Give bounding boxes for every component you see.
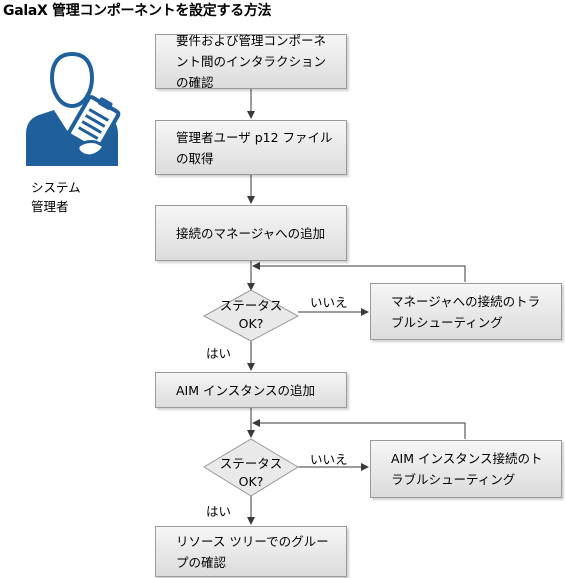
persona-label: システム 管理者 bbox=[31, 178, 81, 216]
decision-ok: OK? bbox=[238, 316, 264, 331]
decision-question: ステータス bbox=[219, 456, 283, 471]
step-obtain-p12: 管理者ユーザ p12 ファイルの取得 bbox=[155, 120, 347, 175]
decision-1-no-label: いいえ bbox=[310, 295, 348, 310]
decision-2-text: ステータス OK? bbox=[204, 455, 298, 491]
system-administrator-icon bbox=[26, 51, 121, 166]
persona-line2: 管理者 bbox=[31, 199, 69, 214]
step-verify-groups: リソース ツリーでのグループの確認 bbox=[155, 526, 347, 577]
step-text: AIM インスタンスの追加 bbox=[176, 382, 315, 398]
loop-back-1 bbox=[252, 262, 466, 282]
decision-diamond-2 bbox=[203, 438, 299, 497]
remedy-connection: マネージャへの接続のトラブルシューティング bbox=[370, 283, 562, 340]
step-text: 要件および管理コンポーネント間のインタラクションの確認 bbox=[176, 33, 327, 90]
persona-line1: システム bbox=[31, 180, 81, 195]
decision-diamond-1 bbox=[202, 289, 300, 342]
loop-back-2 bbox=[252, 419, 466, 439]
step-review-requirements: 要件および管理コンポーネント間のインタラクションの確認 bbox=[155, 33, 347, 90]
decision-1-text: ステータス OK? bbox=[204, 297, 298, 333]
decision-2-no-label: いいえ bbox=[310, 452, 348, 467]
step-add-connection: 接続のマネージャへの追加 bbox=[155, 205, 347, 261]
step-add-aim-instance: AIM インスタンスの追加 bbox=[155, 372, 347, 408]
step-text: 接続のマネージャへの追加 bbox=[176, 225, 326, 241]
page-title: GalaX 管理コンポーネントを設定する方法 bbox=[3, 3, 272, 19]
decision-question: ステータス bbox=[219, 298, 283, 313]
remedy-text: AIM インスタンス接続のトラブルシューティング bbox=[391, 451, 543, 487]
decision-2-yes-label: はい bbox=[206, 504, 232, 519]
step-text: 管理者ユーザ p12 ファイルの取得 bbox=[176, 129, 333, 166]
decision-1-yes-label: はい bbox=[206, 346, 232, 361]
step-text: リソース ツリーでのグループの確認 bbox=[176, 533, 329, 570]
remedy-text: マネージャへの接続のトラブルシューティング bbox=[391, 293, 541, 330]
remedy-aim-instance: AIM インスタンス接続のトラブルシューティング bbox=[370, 440, 562, 498]
decision-ok: OK? bbox=[238, 474, 264, 489]
